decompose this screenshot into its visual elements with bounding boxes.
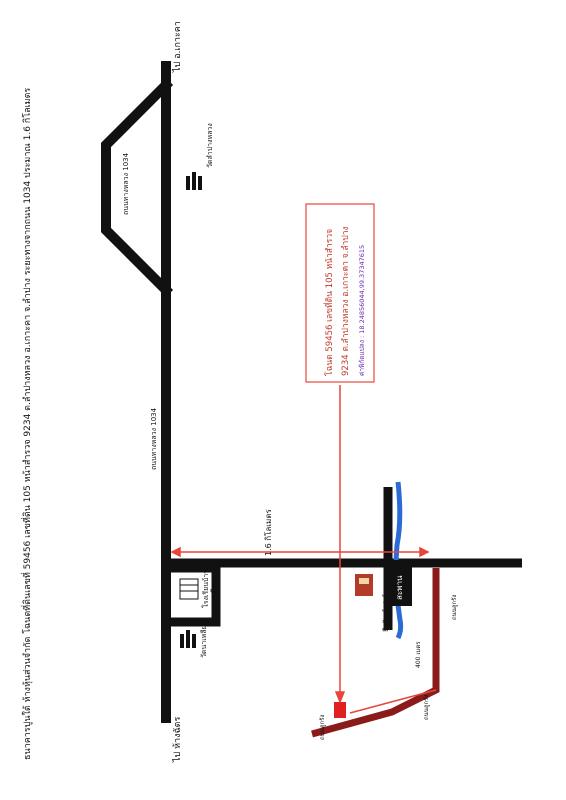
soil-road-main: [311, 568, 440, 738]
label-wat-left: วัดนาเหลียว: [200, 621, 208, 658]
label-dist-400: 400 เมตร: [415, 641, 422, 668]
label-road-1034-lower: ถนนทางหลวง 1034: [150, 407, 158, 470]
label-distance: 1.6 กิโลเมตร: [263, 508, 273, 556]
bridge-icon: [384, 560, 412, 606]
pointer-arrow: [334, 385, 437, 714]
temple-icon-left: [180, 630, 196, 648]
school-loop-road: [166, 563, 221, 627]
label-school-line2: เหลียว: [210, 581, 218, 600]
shop-icon: [355, 574, 373, 596]
soil-road: [311, 568, 440, 738]
side-road: [166, 487, 522, 630]
label-school: โรงเรียนบ้าน: [201, 569, 210, 608]
info-box: [305, 203, 375, 383]
info-box-line3: ค่าพิกัดแปลง : 18.24856044,99.37347615: [358, 245, 366, 376]
temple-icon: [186, 172, 202, 190]
info-box-line2: 9234 ต.ลำปางหลวง อ.เกาะคา จ.ลำปาง: [341, 226, 351, 376]
highway-1034-loop: [101, 77, 174, 298]
label-soil-road-1: ถนนลูกรัง: [451, 595, 458, 620]
label-to-hangchat: ไป ห้างฉัตร: [172, 717, 183, 763]
label-soil-road-3: ถนนลูกรัง: [319, 715, 326, 740]
school-icon: [179, 578, 199, 600]
label-bridge: สะพาน: [395, 575, 404, 600]
label-soil-road-2: ถนนลูกรัง: [423, 695, 430, 720]
highway-1034: [101, 61, 174, 723]
label-road-1034-upper: ถนนทางหลวง 1034: [122, 152, 130, 215]
label-wat-lampang-luang: วัดลำปางหลวง: [206, 123, 214, 168]
site-marker-icon: [334, 702, 346, 718]
label-to-kokha: ไป อ.เกาะคา: [172, 21, 183, 73]
label-shop: ธีรวัฒน์ ฟาร์มหมู: [382, 580, 390, 632]
info-box-line1: โฉนด 59456 เลขที่ดิน 105 หน้าสำรวจ: [323, 229, 335, 376]
distance-arrow: [170, 546, 430, 558]
header-caption: ธนาคารปูนใต้ ห้างหุ้นส่วนจำกัด โฉนดที่ดิ…: [20, 88, 33, 760]
